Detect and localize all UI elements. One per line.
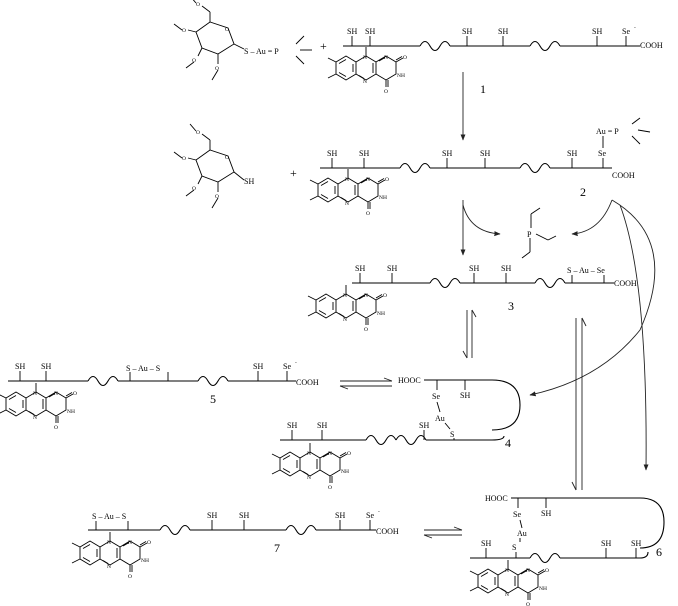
c7-sh-1: SH — [207, 511, 217, 520]
equilibrium-7-6-head-left — [423, 534, 433, 539]
compound-1: SH SH SH SH SH Se - COOH 1 — [327, 25, 663, 96]
arrow-release-pet3-a — [462, 204, 501, 237]
c6-sh-2: SH — [601, 539, 611, 548]
c1-sh-1: SH — [347, 27, 357, 36]
c5-sh-2: SH — [41, 362, 51, 371]
c7-se-charge: - — [378, 509, 380, 515]
c4-s: S — [450, 430, 454, 439]
c5-sh-3: SH — [253, 362, 263, 371]
c3-s-au-se: S – Au – Se — [567, 266, 605, 275]
c2-sh-3: SH — [442, 149, 452, 158]
auranofin-s-au-p: S – Au = P — [244, 47, 279, 56]
c6-sh-1: SH — [481, 539, 491, 548]
c6-hooc: HOOC — [485, 494, 508, 503]
c4-hooc: HOOC — [398, 376, 421, 385]
thioglucose-sh: SH — [244, 177, 254, 186]
c3-sh-4: SH — [501, 264, 511, 273]
c1-sh-2: SH — [365, 27, 375, 36]
c3-sh-3: SH — [469, 264, 479, 273]
c2-sh-2: SH — [359, 149, 369, 158]
c7-s-au-s: S – Au – S — [92, 512, 126, 521]
arrow-2-to-4 — [529, 199, 656, 397]
c4-sh-3: SH — [317, 421, 327, 430]
label-compound-6: 6 — [656, 545, 662, 559]
label-compound-2: 2 — [580, 185, 586, 199]
equilibrium-5-4-head-right — [383, 377, 393, 382]
compound-7: S – Au – S SH SH SH Se - COOH 7 — [71, 509, 399, 581]
label-compound-4: 4 — [505, 436, 511, 450]
c7-sh-2: SH — [239, 511, 249, 520]
compound-2: SH SH SH SH SH Se Au = P COOH 2 — [309, 117, 651, 218]
c6-sh-3: SH — [631, 539, 641, 548]
c4-se: Se — [432, 392, 440, 401]
c5-sh-1: SH — [15, 362, 25, 371]
equilibrium-3-4-head-up — [471, 309, 477, 318]
compound-3: SH SH SH SH S – Au – Se COOH 3 — [307, 264, 637, 334]
c2-au-p: Au = P — [596, 127, 619, 136]
compound-6: HOOC Se Au SH S SH SH SH 6 — [469, 494, 665, 606]
c7-sh-3: SH — [335, 511, 345, 520]
c3-sh-2: SH — [387, 264, 397, 273]
equilibrium-3-6-head-up — [581, 317, 587, 327]
equilibrium-3-6-head-down — [571, 481, 577, 491]
c3-cooh: COOH — [614, 279, 637, 288]
c5-se: Se — [283, 362, 291, 371]
c4-sh-1: SH — [419, 421, 429, 430]
c1-sh-4: SH — [498, 27, 508, 36]
c1-sh-5: SH — [592, 27, 602, 36]
thioglucose: SH — [173, 123, 254, 209]
plus-sign-1: + — [320, 39, 327, 53]
c1-se-charge: - — [634, 25, 636, 31]
label-compound-3: 3 — [508, 299, 514, 313]
c4-au: Au — [435, 414, 445, 423]
label-compound-5: 5 — [210, 392, 216, 406]
c6-au: Au — [517, 529, 527, 538]
c1-se: Se — [622, 27, 630, 36]
c5-s-au-s: S – Au – S — [126, 364, 160, 373]
c1-sh-3: SH — [462, 27, 472, 36]
c6-se: Se — [513, 510, 521, 519]
c2-sh-4: SH — [480, 149, 490, 158]
c5-se-charge: - — [295, 360, 297, 366]
c2-sh-5: SH — [567, 149, 577, 158]
c6-sh-top: SH — [541, 509, 551, 518]
triethylphosphine: P — [521, 207, 557, 259]
pet3-p: P — [527, 230, 532, 239]
c5-cooh: COOH — [296, 378, 319, 387]
c2-cooh: COOH — [612, 171, 635, 180]
equilibrium-3-4-head-down — [462, 350, 468, 359]
plus-sign-2: + — [290, 166, 297, 180]
c3-sh-1: SH — [355, 264, 365, 273]
equilibrium-7-6-head-right — [453, 526, 463, 531]
c4-sh-top: SH — [460, 391, 470, 400]
arrow-2-to-6 — [619, 204, 649, 471]
c2-se: Se — [598, 149, 606, 158]
c7-se: Se — [366, 511, 374, 520]
label-compound-1: 1 — [480, 82, 486, 96]
compound-4: HOOC Se Au SH S SH SH SH 4 — [271, 376, 521, 492]
compound-5: SH SH S – Au – S SH Se - COOH 5 — [0, 360, 319, 432]
c2-sh-1: SH — [327, 149, 337, 158]
c7-cooh: COOH — [376, 527, 399, 536]
auranofin: S – Au = P — [173, 0, 312, 81]
c1-cooh: COOH — [640, 41, 663, 50]
c4-sh-2: SH — [287, 421, 297, 430]
equilibrium-5-4-head-left — [339, 385, 349, 390]
label-compound-7: 7 — [274, 541, 280, 555]
arrow-release-pet3-b — [571, 199, 613, 237]
c6-s: S — [512, 543, 516, 552]
